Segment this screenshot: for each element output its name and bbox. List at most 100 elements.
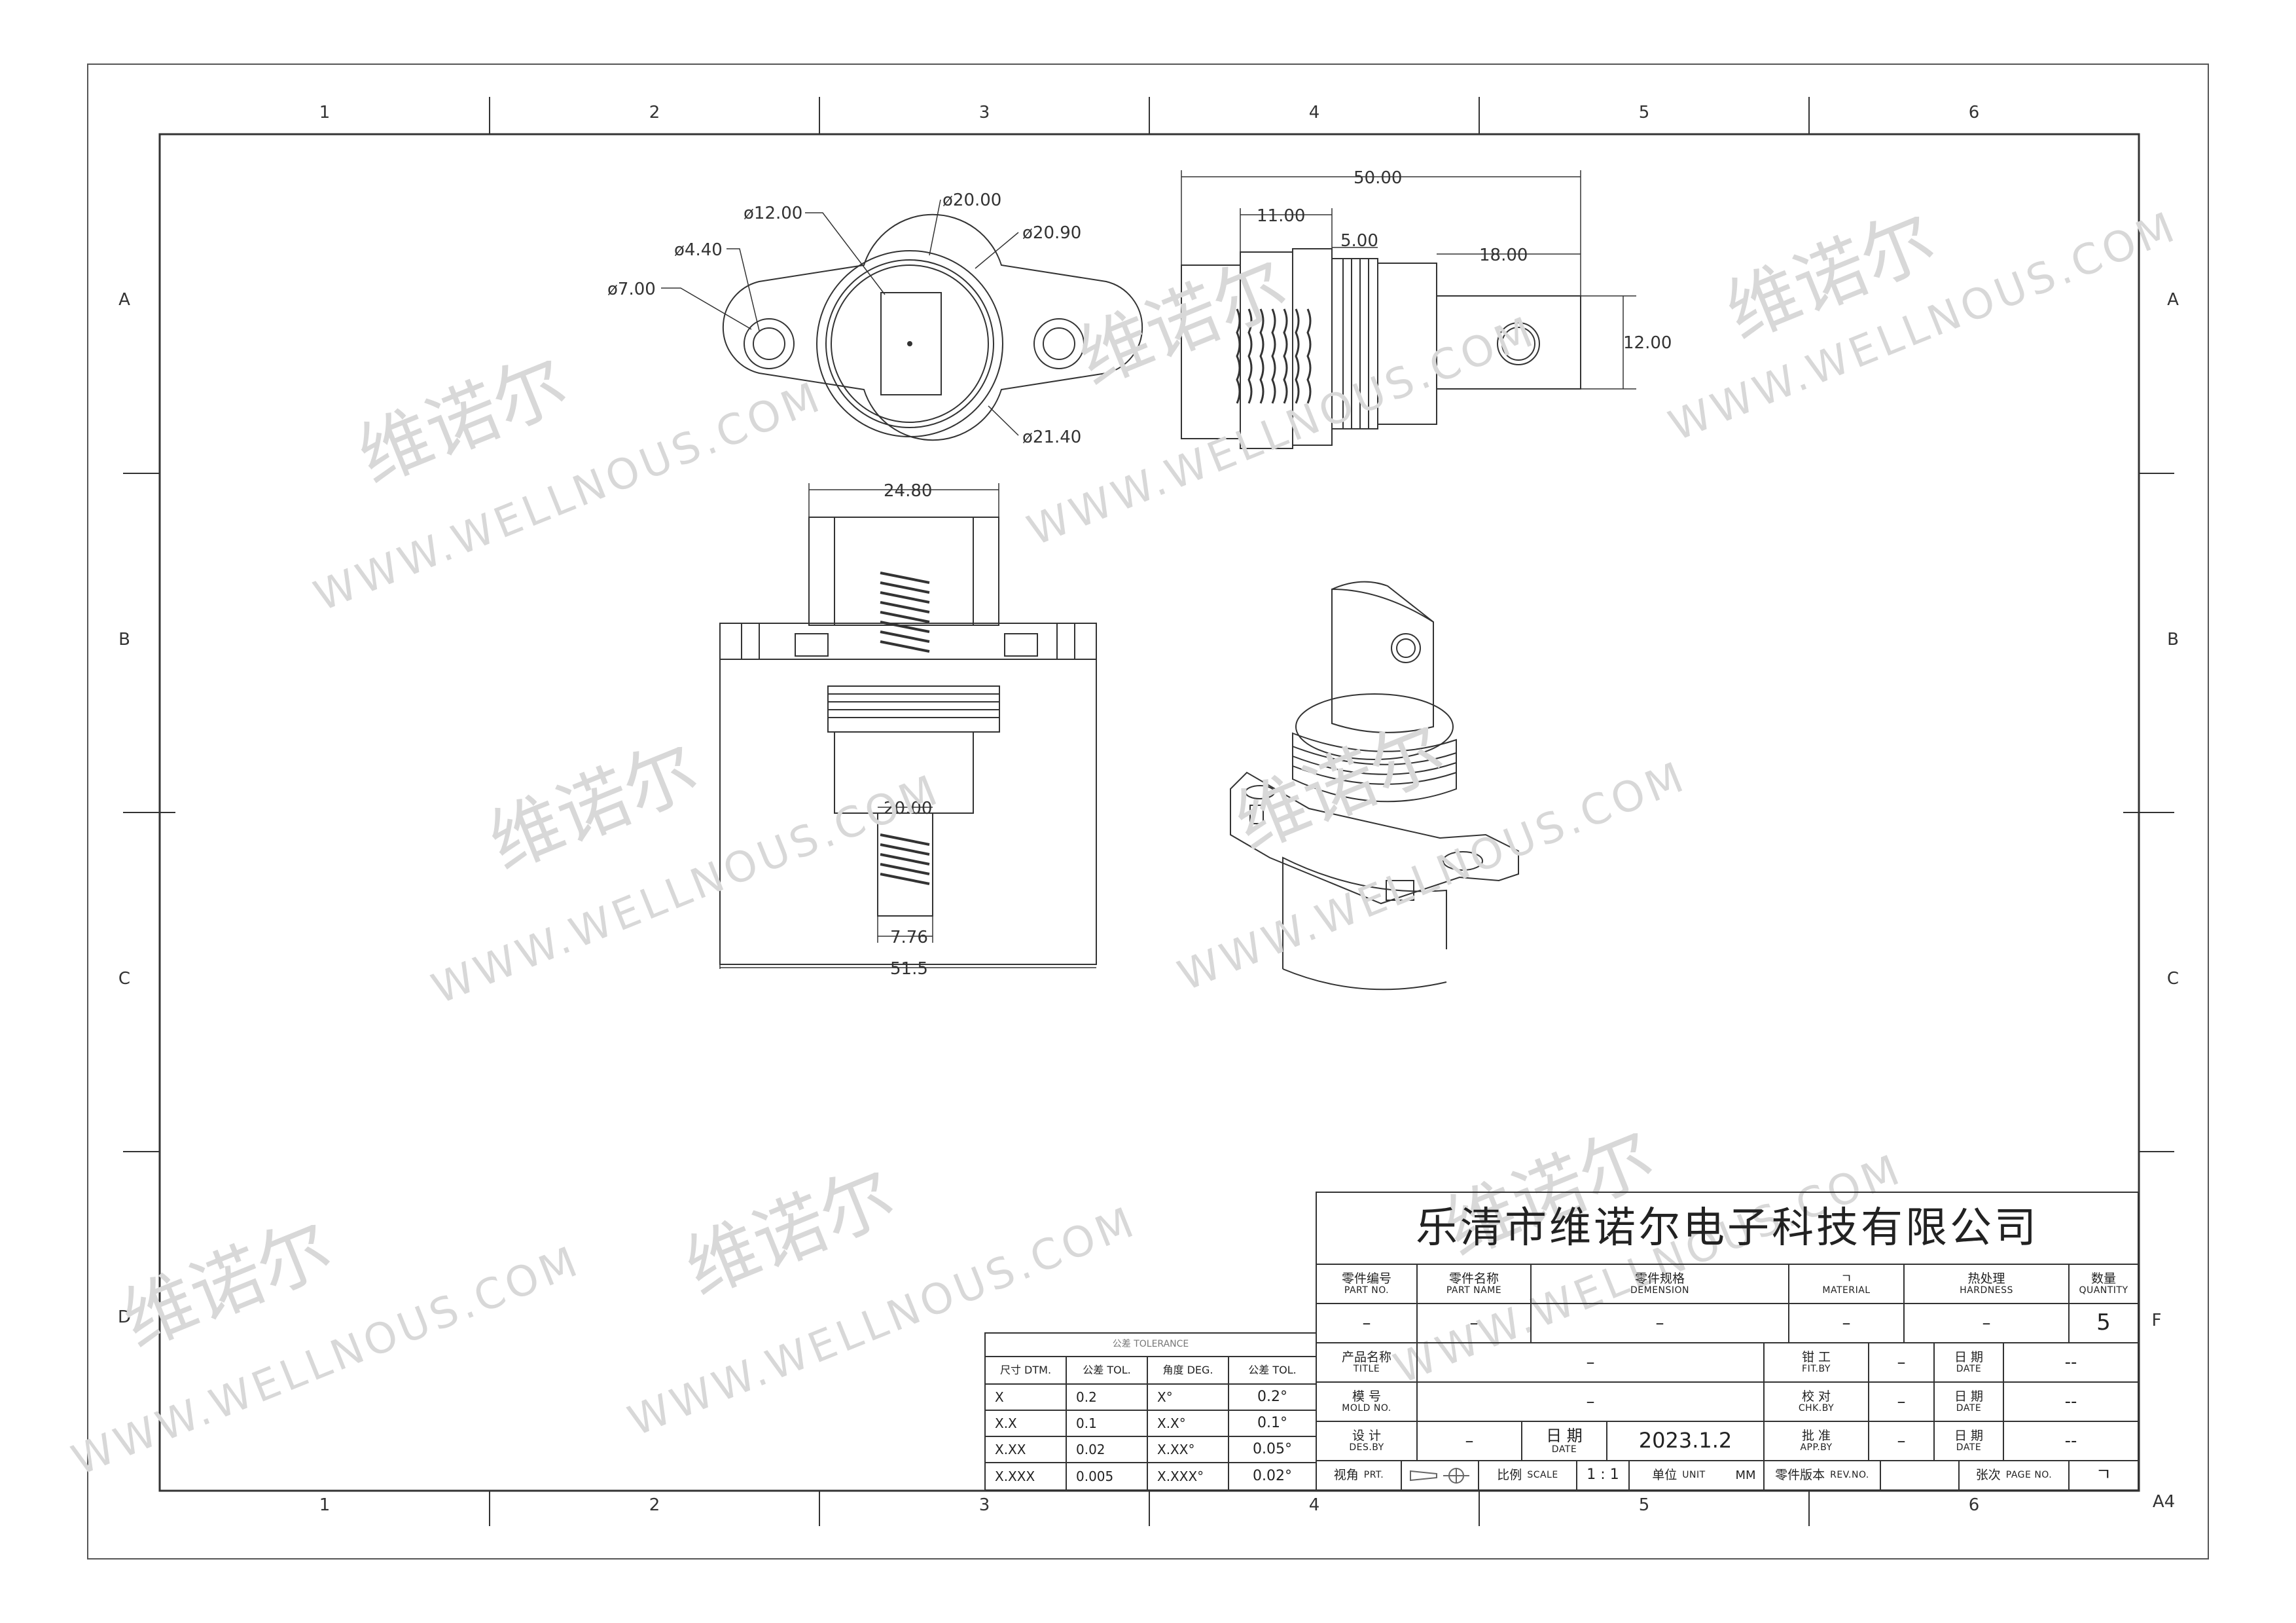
- tol-cell: X.XX°: [1148, 1437, 1229, 1463]
- value-check: –: [1869, 1383, 1935, 1422]
- side-view: [1181, 170, 1636, 449]
- dim-label: ø4.40: [674, 240, 723, 260]
- col-label-top: 5: [1639, 103, 1650, 122]
- tol-cell: 0.05°: [1229, 1437, 1316, 1463]
- zone-ticks: [123, 97, 2174, 1526]
- row-label-left: B: [118, 630, 130, 649]
- col-label-bottom: 2: [649, 1495, 660, 1515]
- tol-header: 尺寸 DTM.: [986, 1357, 1067, 1385]
- zone-labels: 1 2 3 4 5 6 1 2 3 4 5 6 A B C D A B C F …: [118, 103, 2179, 1515]
- tolerance-title: 公差 TOLERANCE: [986, 1334, 1316, 1357]
- value-part-no: –: [1317, 1304, 1418, 1343]
- value-date-2: --: [2004, 1383, 2138, 1422]
- value-approve: –: [1869, 1422, 1935, 1461]
- tol-cell: X.XXX: [986, 1463, 1067, 1489]
- dim-label: 51.5: [890, 959, 928, 979]
- row-label-right: A: [2167, 290, 2179, 310]
- tol-cell: 0.2: [1067, 1385, 1148, 1411]
- side-view-dims: 50.00 11.00 5.00 18.00 12.00: [1257, 168, 1672, 353]
- projection-symbol-icon: [1402, 1461, 1479, 1489]
- tol-cell: X.XXX°: [1148, 1463, 1229, 1489]
- company-name: 乐清市维诺尔电子科技有限公司: [1317, 1193, 2138, 1265]
- dim-label: 7.76: [890, 928, 928, 947]
- dim-label: ø7.00: [607, 280, 656, 299]
- tol-cell: 0.1°: [1229, 1411, 1316, 1437]
- tol-cell: X.X: [986, 1411, 1067, 1437]
- value-material: –: [1789, 1304, 1905, 1343]
- tol-cell: X.X°: [1148, 1411, 1229, 1437]
- tol-cell: 0.2°: [1229, 1385, 1316, 1411]
- tol-header: 公差 TOL.: [1229, 1357, 1316, 1385]
- tolerance-table: 公差 TOLERANCE 尺寸 DTM. 公差 TOL. 角度 DEG. 公差 …: [984, 1332, 1316, 1491]
- value-date-3: --: [2004, 1422, 2138, 1461]
- value-quantity: 5: [2070, 1304, 2138, 1343]
- tol-header: 角度 DEG.: [1148, 1357, 1229, 1385]
- sheet-size-label: A4: [2153, 1492, 2175, 1512]
- dim-label: ø12.00: [744, 204, 802, 223]
- row-label-left: A: [118, 290, 130, 310]
- col-label-bottom: 1: [319, 1495, 331, 1515]
- dim-label: ø20.90: [1022, 223, 1081, 243]
- value-dimension: –: [1532, 1304, 1789, 1343]
- tol-header: 公差 TOL.: [1067, 1357, 1148, 1385]
- dim-label: ø20.00: [942, 191, 1001, 210]
- col-label-bottom: 6: [1969, 1495, 1980, 1515]
- row-label-left: D: [118, 1307, 131, 1327]
- col-label-top: 2: [649, 103, 660, 122]
- dim-label: 24.80: [884, 481, 932, 501]
- row-label-right: F: [2152, 1311, 2162, 1330]
- top-view: [661, 199, 1143, 441]
- value-title: –: [1418, 1343, 1765, 1383]
- value-design: –: [1418, 1422, 1522, 1461]
- dim-label: 12.00: [1623, 333, 1672, 353]
- tol-cell: X: [986, 1385, 1067, 1411]
- value-scale: 1 : 1: [1577, 1461, 1630, 1489]
- row-label-right: B: [2167, 630, 2179, 649]
- row-label-right: C: [2167, 969, 2179, 989]
- value-unit: MM: [1728, 1461, 1765, 1489]
- col-label-top: 1: [319, 103, 331, 122]
- value-mold: –: [1418, 1383, 1765, 1422]
- row-label-left: C: [118, 969, 130, 989]
- tol-cell: 0.02: [1067, 1437, 1148, 1463]
- col-label-bottom: 3: [979, 1495, 990, 1515]
- tol-cell: 0.02°: [1253, 1467, 1292, 1484]
- col-label-top: 3: [979, 103, 990, 122]
- value-date: 2023.1.2: [1607, 1422, 1765, 1461]
- front-view-dims: 24.80 20.00 7.76 51.5: [884, 481, 932, 979]
- dim-label: 5.00: [1340, 231, 1378, 251]
- dim-label: 18.00: [1479, 246, 1528, 265]
- col-label-bottom: 4: [1309, 1495, 1320, 1515]
- tol-cell: 0.005: [1067, 1463, 1148, 1489]
- outer-border: [87, 64, 2209, 1559]
- dim-label: 50.00: [1354, 168, 1402, 188]
- tol-cell: 0.1: [1067, 1411, 1148, 1437]
- value-hardness: –: [1905, 1304, 2070, 1343]
- value-date-1: --: [2004, 1343, 2138, 1383]
- isometric-view: [1230, 581, 1519, 991]
- col-label-top: 6: [1969, 103, 1980, 122]
- value-fit: –: [1869, 1343, 1935, 1383]
